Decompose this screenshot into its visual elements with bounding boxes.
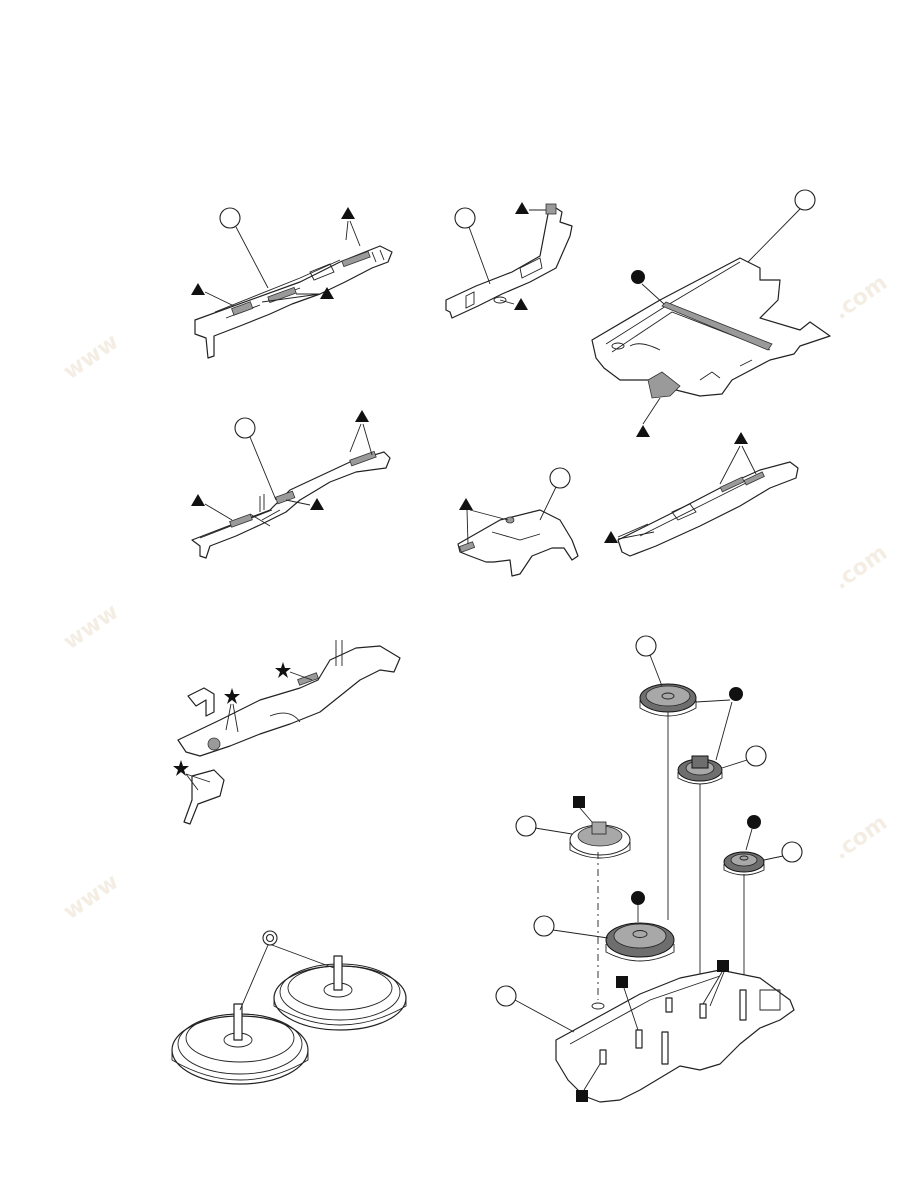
filled-square-marker bbox=[573, 796, 585, 808]
star-marker bbox=[173, 760, 189, 776]
circle-marker-gear-large bbox=[631, 891, 645, 922]
slide-plate-upper bbox=[195, 246, 392, 358]
svg-text:www: www bbox=[59, 869, 123, 924]
filled-circle-marker bbox=[631, 891, 645, 905]
callout-chassis bbox=[748, 190, 815, 262]
triangle-marker bbox=[636, 425, 650, 437]
triangle-marker bbox=[734, 432, 748, 444]
callout-upper-middle bbox=[455, 208, 490, 284]
triangle-marker bbox=[191, 494, 205, 506]
star-marker bbox=[275, 662, 291, 678]
gear-base-plate bbox=[556, 970, 794, 1102]
callout-lower-left bbox=[235, 418, 276, 500]
gear-left-small bbox=[570, 822, 630, 858]
triangle-marker bbox=[191, 283, 205, 295]
circle-marker-gear-right bbox=[746, 815, 761, 850]
svg-text:www: www bbox=[59, 599, 123, 654]
chassis-plate bbox=[592, 258, 830, 398]
reel-table-right bbox=[274, 956, 406, 1030]
gear-shaft-lines bbox=[598, 712, 744, 1000]
slide-plate-lower bbox=[192, 451, 390, 558]
triangle-marker bbox=[310, 498, 324, 510]
filled-circle-marker bbox=[729, 687, 743, 701]
gear-right-small bbox=[724, 852, 764, 875]
callout-gear-right-small bbox=[764, 842, 802, 862]
callout-gear-mid-right bbox=[722, 746, 766, 768]
bracket-small-middle bbox=[458, 510, 578, 576]
svg-text:.com: .com bbox=[829, 270, 892, 325]
filled-square-marker bbox=[717, 960, 729, 972]
triangle-marker bbox=[514, 298, 528, 310]
gear-top-large bbox=[640, 684, 696, 716]
callout-gear-large bbox=[534, 916, 608, 938]
filled-circle-marker bbox=[747, 815, 761, 829]
filled-circle-marker bbox=[631, 270, 645, 284]
filled-square-marker bbox=[616, 976, 628, 988]
callout-base-plate bbox=[496, 986, 574, 1032]
callout-upper-left bbox=[220, 208, 268, 288]
triangle-marker bbox=[604, 531, 618, 543]
svg-text:www: www bbox=[59, 329, 123, 384]
callout-gear-top bbox=[636, 636, 662, 686]
bracket-with-stars bbox=[178, 640, 400, 824]
svg-text:.com: .com bbox=[829, 810, 892, 865]
svg-text:.com: .com bbox=[829, 540, 892, 595]
triangle-marker bbox=[515, 202, 529, 214]
star-marker bbox=[224, 688, 240, 704]
gear-mid-right bbox=[678, 756, 722, 784]
circle-marker-gears-top bbox=[696, 687, 743, 760]
triangle-marker bbox=[459, 498, 473, 510]
square-marker-gear-left bbox=[573, 796, 592, 822]
triangle-marker bbox=[355, 410, 369, 422]
filled-square-marker bbox=[576, 1090, 588, 1102]
callout-gear-left bbox=[516, 816, 572, 836]
triangle-marker bbox=[341, 207, 355, 219]
slide-plate-right bbox=[618, 462, 798, 556]
gear-large-main bbox=[606, 923, 674, 961]
watermark: www www www .com .com .com bbox=[59, 270, 892, 925]
